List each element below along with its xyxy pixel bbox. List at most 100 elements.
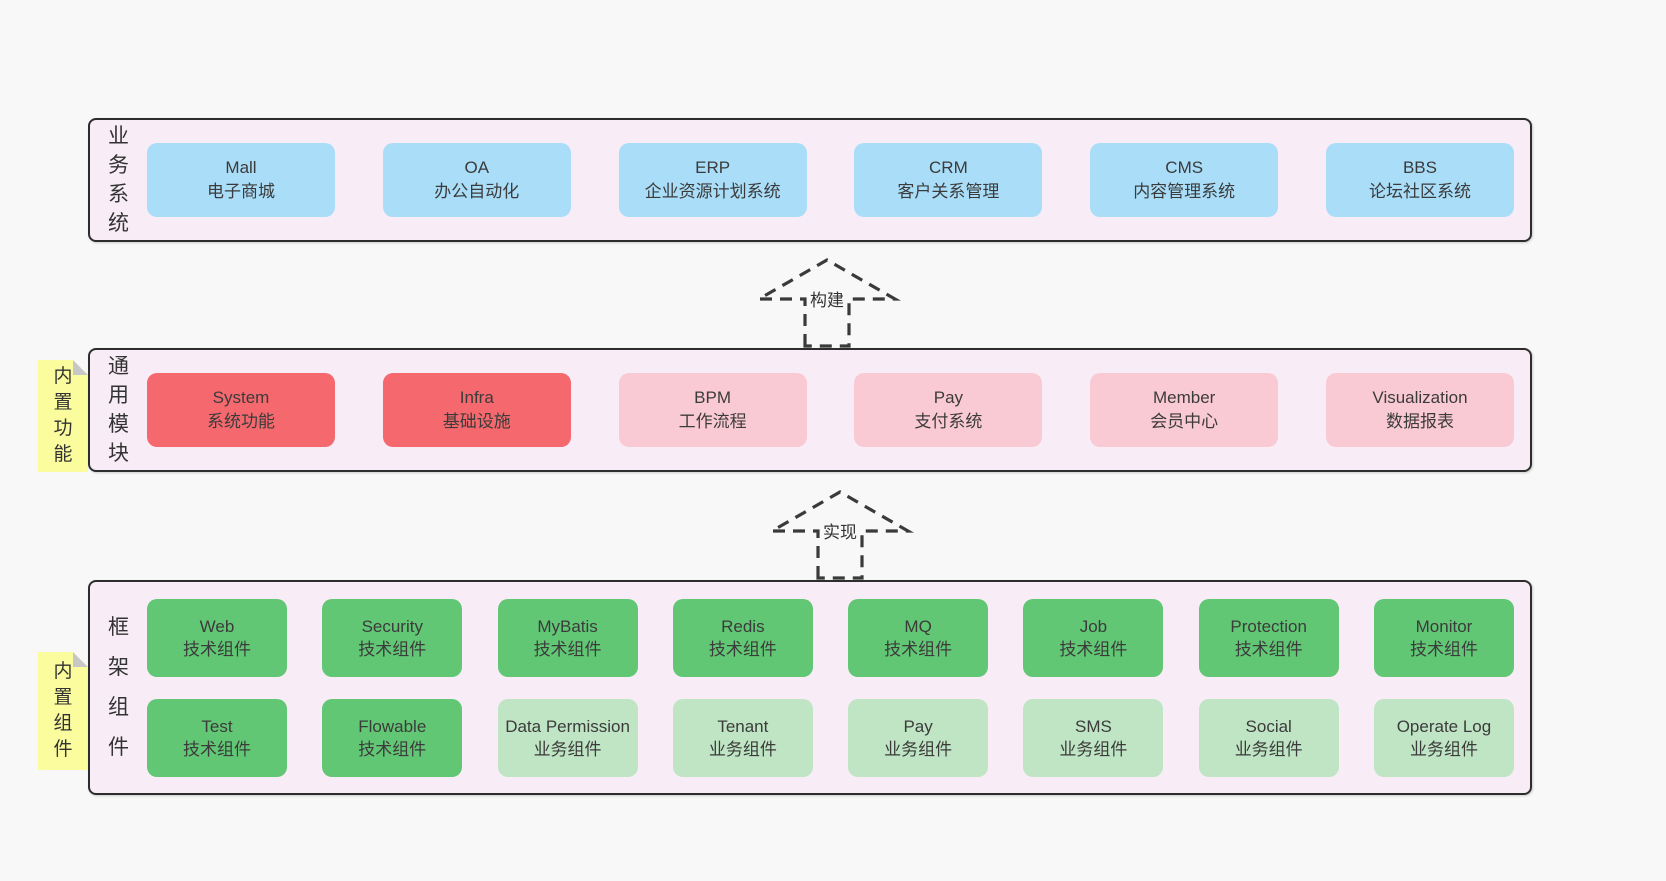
sticky-note-builtin-components: 内置组件	[38, 652, 88, 770]
component-box-social: Social 业务组件	[1198, 698, 1339, 777]
box-title: Member	[1153, 388, 1216, 407]
box-title: Monitor	[1415, 616, 1473, 636]
component-box-cms: CMS 内容管理系统	[1090, 143, 1279, 217]
box-subtitle: 技术组件	[1409, 639, 1478, 659]
box-title: Pay	[933, 388, 964, 407]
box-subtitle: 技术组件	[183, 639, 251, 659]
box-subtitle: 数据报表	[1385, 412, 1454, 431]
component-box-sms: SMS 业务组件	[1023, 698, 1164, 777]
component-box-bpm: BPM 工作流程	[618, 373, 807, 447]
box-title: Protection	[1230, 616, 1307, 636]
box-title: Tenant	[717, 716, 769, 736]
box-title: Social	[1245, 716, 1292, 736]
box-subtitle: 业务组件	[884, 739, 953, 759]
sticky-note-builtin-features: 内置功能	[38, 360, 88, 472]
component-box-data-permission: Data Permission 业务组件	[497, 698, 638, 777]
box-grid-business: Mall 电子商城 OA 办公自动化 ERP 企业资源计划系统 CRM 客户关系管理 CMS 内容…	[147, 120, 1514, 240]
box-title: Infra	[459, 388, 494, 407]
box-subtitle: 技术组件	[533, 639, 602, 659]
box-subtitle: 电子商城	[207, 182, 275, 201]
component-box-member: Member 会员中心	[1090, 373, 1279, 447]
box-subtitle: 内容管理系统	[1133, 182, 1236, 201]
box-title: Web	[199, 616, 235, 636]
component-box-pay: Pay 支付系统	[854, 373, 1043, 447]
box-title: Test	[201, 716, 233, 736]
box-subtitle: 会员中心	[1150, 412, 1219, 431]
box-subtitle: 技术组件	[884, 639, 953, 659]
component-box-mall: Mall 电子商城	[147, 143, 335, 217]
box-title: Flowable	[358, 716, 427, 736]
box-subtitle: 技术组件	[1059, 639, 1128, 659]
box-title: Data Permission	[505, 716, 630, 736]
box-subtitle: 业务组件	[708, 739, 777, 759]
box-title: Pay	[903, 716, 933, 736]
box-subtitle: 基础设施	[442, 412, 511, 431]
box-subtitle: 技术组件	[183, 739, 251, 759]
box-subtitle: 技术组件	[1234, 639, 1303, 659]
box-subtitle: 技术组件	[358, 639, 427, 659]
up-arrow-dashed-icon	[765, 490, 915, 580]
arrow-label-implement: 实现	[820, 518, 860, 543]
box-title: CMS	[1165, 158, 1204, 177]
component-box-operate-log: Operate Log 业务组件	[1373, 698, 1514, 777]
box-subtitle: 论坛社区系统	[1368, 182, 1471, 201]
component-box-erp: ERP 企业资源计划系统	[618, 143, 807, 217]
box-title: OA	[464, 158, 490, 177]
box-subtitle: 企业资源计划系统	[644, 182, 781, 201]
box-title: Redis	[721, 616, 765, 636]
box-title: Mall	[225, 158, 257, 177]
layer-title-business-systems: 业务系统	[90, 120, 147, 240]
component-box-protection: Protection 技术组件	[1198, 598, 1339, 677]
component-box-monitor: Monitor 技术组件	[1373, 598, 1514, 677]
layer-business-systems: 业务系统 Mall 电子商城 OA 办公自动化 ERP 企业资源计划系统 CRM 客户关系管理…	[88, 118, 1532, 242]
box-title: ERP	[695, 158, 731, 177]
component-box-visualization: Visualization 数据报表	[1325, 373, 1514, 447]
box-title: BPM	[694, 388, 732, 407]
box-subtitle: 业务组件	[1059, 739, 1128, 759]
component-box-tenant: Tenant 业务组件	[672, 698, 813, 777]
box-subtitle: 技术组件	[358, 739, 427, 759]
box-title: CRM	[929, 158, 968, 177]
box-subtitle: 技术组件	[708, 639, 777, 659]
folded-corner-icon	[73, 360, 88, 375]
folded-corner-icon	[73, 652, 88, 667]
box-title: MQ	[904, 616, 932, 636]
box-subtitle: 支付系统	[914, 412, 983, 431]
arrow-up-build: 构建	[747, 255, 907, 348]
component-box-pay: Pay 业务组件	[848, 698, 989, 777]
layer-title-text: 框架组件	[108, 615, 129, 759]
component-box-redis: Redis 技术组件	[672, 598, 813, 677]
box-title: Security	[361, 616, 423, 636]
layer-title-text: 业务系统	[108, 125, 129, 235]
up-arrow-dashed-icon	[752, 258, 902, 348]
box-title: MyBatis	[537, 616, 598, 636]
sticky-note-label: 内置功能	[53, 366, 73, 465]
component-box-security: Security 技术组件	[322, 598, 463, 677]
component-box-oa: OA 办公自动化	[382, 143, 571, 217]
box-subtitle: 客户关系管理	[897, 182, 1000, 201]
box-subtitle: 工作流程	[678, 412, 747, 431]
box-subtitle: 业务组件	[1234, 739, 1303, 759]
box-subtitle: 业务组件	[1409, 739, 1478, 759]
box-title: BBS	[1402, 158, 1437, 177]
box-subtitle: 办公自动化	[434, 182, 520, 201]
arrow-up-implement: 实现	[760, 487, 920, 580]
box-title: Operate Log	[1396, 716, 1492, 736]
box-title: SMS	[1074, 716, 1112, 736]
sticky-note-label: 内置组件	[53, 661, 73, 760]
layer-title-common-modules: 通用模块	[90, 350, 147, 470]
box-title: System	[212, 388, 270, 407]
component-box-crm: CRM 客户关系管理	[854, 143, 1043, 217]
layer-title-text: 通用模块	[108, 355, 129, 465]
box-subtitle: 业务组件	[533, 739, 602, 759]
component-box-flowable: Flowable 技术组件	[322, 698, 463, 777]
component-box-web: Web 技术组件	[147, 598, 287, 677]
component-box-test: Test 技术组件	[147, 698, 287, 777]
box-title: Visualization	[1372, 388, 1468, 407]
